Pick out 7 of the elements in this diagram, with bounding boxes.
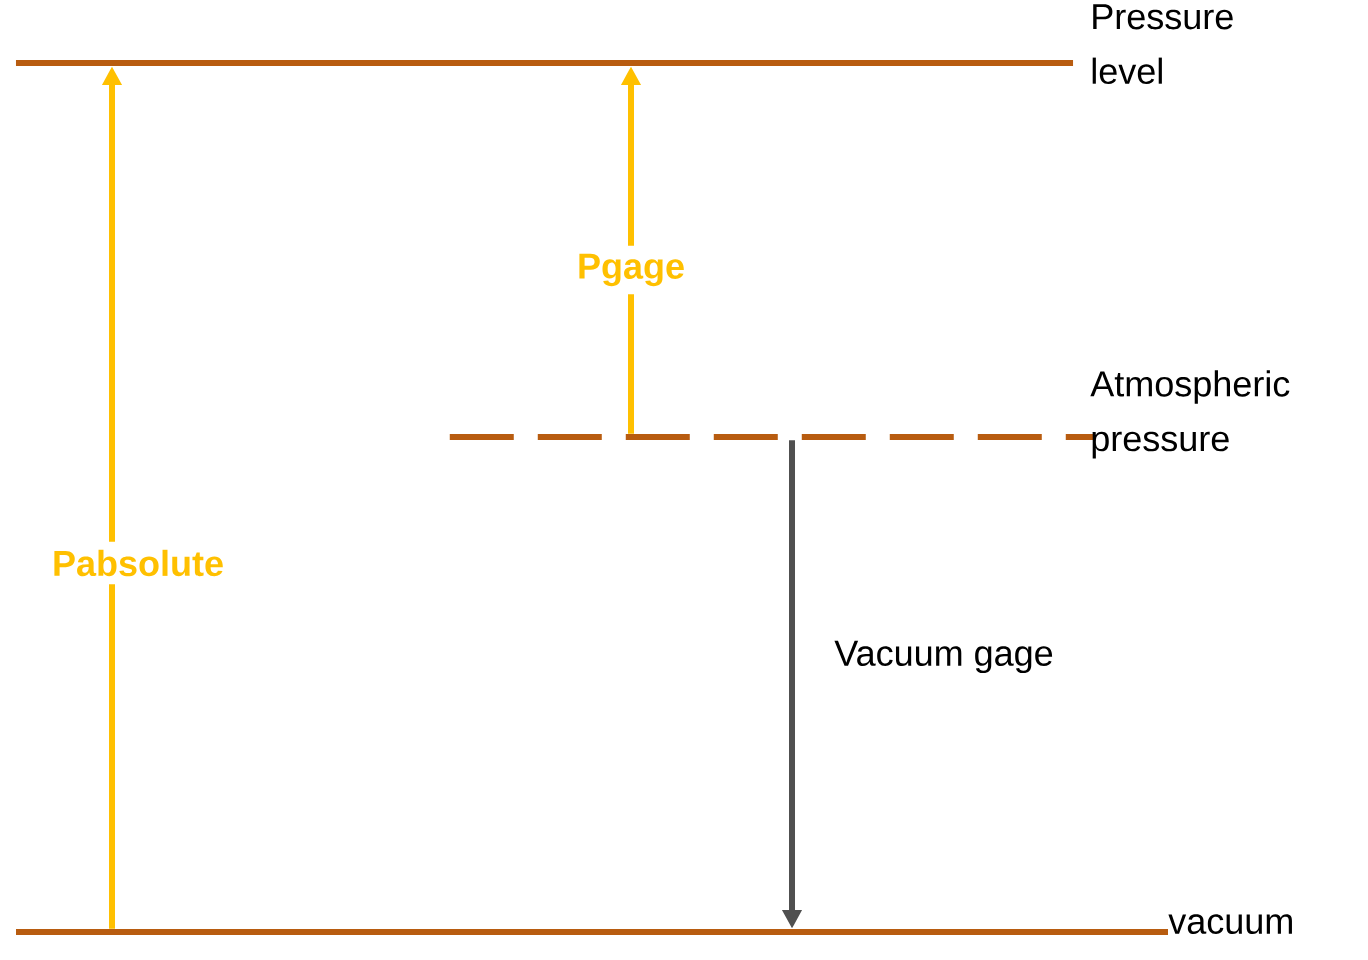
dashed-level-line <box>449 434 1094 440</box>
edge-label: Pgage <box>569 245 693 295</box>
edge-label: Vacuum gage <box>826 632 1062 682</box>
level-label: vacuum <box>1168 914 1292 934</box>
level-label: Pressure level <box>1092 4 1233 85</box>
level-label: Atmospheric pressure <box>1090 370 1290 459</box>
edge-label: Pabsolute <box>44 541 233 585</box>
